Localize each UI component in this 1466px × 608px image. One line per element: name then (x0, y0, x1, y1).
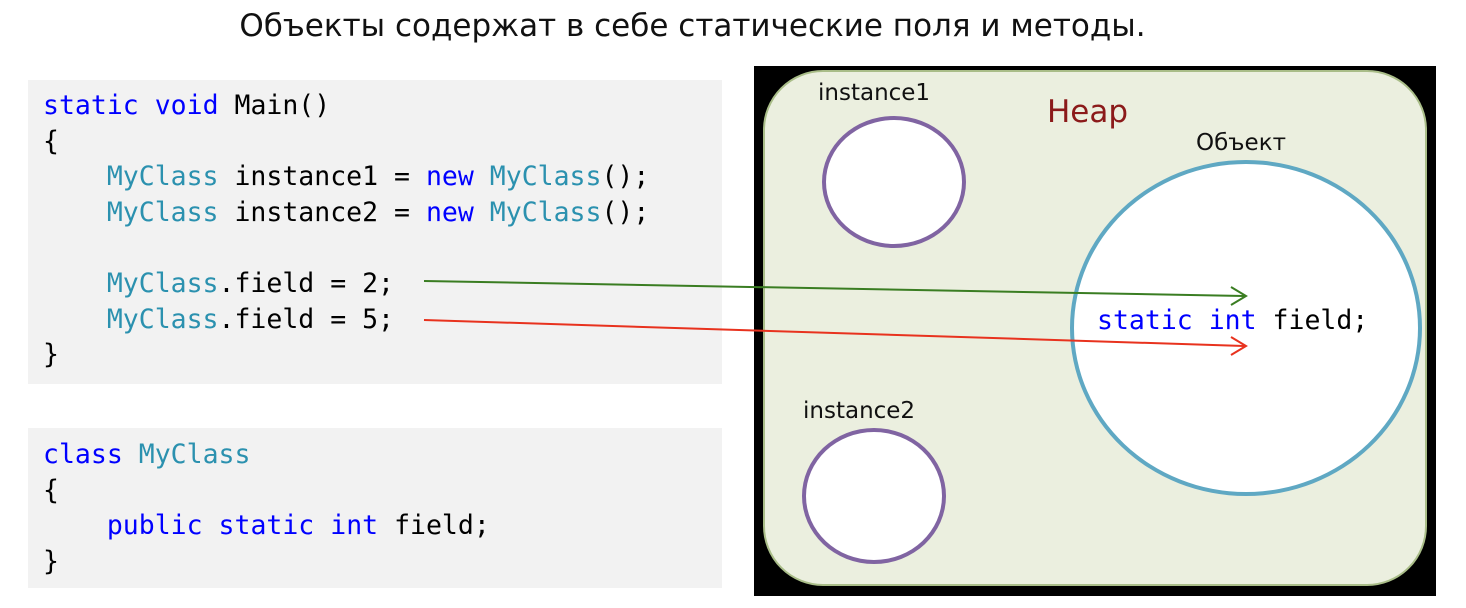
code-token: void (154, 90, 219, 121)
code-token: (); (601, 161, 650, 193)
heap-label: Heap (1047, 94, 1129, 130)
code-token: { (43, 474, 59, 506)
code-line: { (43, 124, 722, 160)
code-token: int (330, 510, 379, 542)
static-field-declaration: static int field; (1097, 305, 1368, 336)
instance2-label: instance2 (803, 398, 916, 424)
code-line: { (43, 473, 722, 509)
code-block-main: static void Main(){ MyClass instance1 = … (28, 80, 722, 384)
code-token: MyClass (106, 196, 219, 228)
instance2-circle (802, 428, 946, 564)
code-token: MyClass (489, 161, 602, 193)
instance1-label: instance1 (818, 80, 931, 106)
code-line: } (43, 544, 722, 580)
code-token: field; (1256, 305, 1369, 336)
code-line: MyClass instance1 = new MyClass(); (43, 159, 722, 195)
object-label: Объект (1196, 130, 1286, 156)
code-token: new (425, 196, 474, 228)
code-token: MyClass (106, 267, 219, 299)
slide-title: Объекты содержат в себе статические поля… (239, 8, 1146, 44)
code-block-class: class MyClass{ public static int field;} (28, 428, 722, 588)
code-token: instance2 = (218, 196, 426, 228)
code-token: instance1 = (218, 161, 426, 193)
code-line: MyClass instance2 = new MyClass(); (43, 195, 722, 231)
code-token: } (43, 339, 59, 371)
code-token: MyClass (138, 439, 251, 470)
code-token: MyClass (106, 303, 219, 335)
code-line: MyClass.field = 5; (43, 302, 722, 338)
code-line: public static int field; (43, 508, 722, 544)
code-token: static (43, 90, 139, 121)
code-token: field; (378, 510, 490, 542)
code-token: { (43, 125, 59, 157)
code-token: .field = 2; (218, 267, 395, 299)
code-token: } (43, 545, 59, 577)
code-token: MyClass (489, 196, 602, 228)
code-token: MyClass (106, 161, 219, 193)
code-token: new (425, 161, 474, 193)
code-token: Main() (218, 90, 331, 121)
code-token: int (1208, 305, 1257, 336)
object-circle (1070, 160, 1422, 496)
code-line: class MyClass (43, 437, 722, 473)
code-token: .field = 5; (218, 303, 395, 335)
code-token: (); (601, 196, 650, 228)
code-token: static (218, 510, 315, 542)
code-line: static void Main() (43, 88, 722, 124)
code-line: } (43, 337, 722, 373)
arrow-field-5 (423, 319, 1248, 356)
code-line: MyClass.field = 2; (43, 266, 722, 302)
code-token: class (43, 439, 123, 470)
instance1-circle (822, 116, 966, 248)
code-token: static (1097, 305, 1193, 336)
arrow-field-2 (423, 280, 1248, 306)
code-token: public (106, 510, 203, 542)
